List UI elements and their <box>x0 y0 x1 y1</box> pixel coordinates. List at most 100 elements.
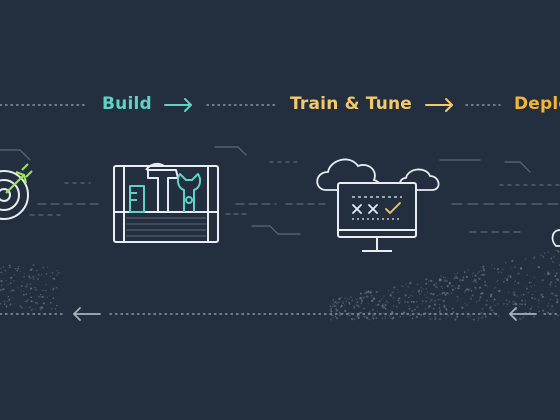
texture-dot <box>46 296 49 298</box>
texture-dot <box>451 307 454 310</box>
texture-dot <box>20 289 22 291</box>
texture-dot <box>491 309 494 312</box>
texture-dot <box>25 285 28 288</box>
texture-dot <box>26 283 29 286</box>
texture-dot <box>370 294 373 297</box>
texture-dot <box>493 298 496 301</box>
texture-dot <box>522 293 525 296</box>
texture-dot <box>414 308 416 311</box>
texture-dot <box>552 309 554 311</box>
texture-dot <box>9 266 11 269</box>
texture-dot <box>514 266 516 269</box>
texture-dot <box>34 301 37 304</box>
texture-dot <box>366 295 369 298</box>
texture-dot <box>432 293 435 296</box>
texture-dot <box>0 302 2 305</box>
texture-dot <box>462 276 465 278</box>
texture-dot <box>366 316 369 320</box>
texture-dot <box>371 313 373 315</box>
texture-dot <box>26 300 28 303</box>
texture-dot <box>344 297 346 299</box>
texture-dot <box>446 309 448 311</box>
texture-dot <box>3 300 5 302</box>
texture-dot <box>547 311 550 314</box>
texture-dot <box>475 281 478 284</box>
texture-dot <box>49 301 52 304</box>
texture-dot <box>376 310 379 312</box>
texture-dot <box>381 306 383 308</box>
texture-dot <box>9 303 12 305</box>
texture-dot <box>457 298 459 300</box>
texture-dot <box>544 252 546 254</box>
texture-dot <box>478 286 482 289</box>
texture-dot <box>332 303 334 305</box>
texture-dot <box>537 299 540 302</box>
texture-dot <box>393 286 396 289</box>
texture-dot <box>27 299 29 301</box>
texture-dot <box>554 318 556 320</box>
texture-dot <box>484 284 487 287</box>
texture-dot <box>531 296 534 300</box>
texture-dot <box>37 274 40 276</box>
texture-dot <box>430 292 432 295</box>
texture-dot <box>445 279 448 283</box>
texture-dot <box>480 312 482 314</box>
texture-dot <box>384 301 386 303</box>
texture-dot <box>24 300 26 303</box>
texture-dot <box>506 303 509 306</box>
texture-dot <box>35 288 38 291</box>
texture-dot <box>486 299 488 302</box>
texture-dot <box>404 301 406 303</box>
texture-dot <box>550 281 553 284</box>
texture-dot <box>481 312 483 314</box>
texture-dot <box>401 285 404 288</box>
texture-dot <box>552 255 555 258</box>
texture-dot <box>465 276 468 278</box>
texture-dot <box>547 304 549 307</box>
texture-dot <box>349 296 352 299</box>
texture-dot <box>6 300 8 303</box>
texture-dot <box>461 306 464 309</box>
texture-dot <box>435 282 438 285</box>
texture-dot <box>527 291 529 294</box>
texture-dot <box>404 294 407 297</box>
texture-dot <box>429 317 432 321</box>
texture-dot <box>42 296 44 299</box>
texture-dot <box>481 307 484 310</box>
texture-dot <box>387 289 389 291</box>
texture-dot <box>556 249 558 252</box>
texture-dot <box>435 286 438 289</box>
stage-label-build: Build <box>102 94 152 114</box>
texture-dot <box>475 301 478 303</box>
texture-dot <box>395 305 398 308</box>
texture-dot <box>397 291 399 293</box>
texture-dot <box>490 306 492 308</box>
texture-dot <box>502 280 505 283</box>
texture-dot <box>362 307 365 310</box>
texture-dot <box>514 280 516 283</box>
texture-dot <box>8 298 11 301</box>
texture-dot <box>446 292 449 295</box>
texture-dot <box>483 280 487 283</box>
texture-dot <box>444 277 446 279</box>
texture-dot <box>513 293 516 296</box>
texture-dot <box>371 299 374 303</box>
texture-dot <box>45 283 48 286</box>
texture-dot <box>456 315 459 318</box>
texture-dot <box>391 291 394 294</box>
texture-dot <box>443 291 446 294</box>
texture-dot <box>52 277 54 280</box>
texture-dot <box>477 319 479 321</box>
texture-dot <box>398 297 401 300</box>
texture-dot <box>19 305 21 307</box>
texture-dot <box>433 299 437 302</box>
texture-dot <box>16 269 18 272</box>
texture-dot <box>446 284 449 288</box>
texture-dot <box>355 304 358 307</box>
texture-dot <box>384 317 386 320</box>
texture-dot <box>461 298 463 300</box>
texture-dot <box>438 317 442 321</box>
texture-dot <box>422 287 424 290</box>
texture-dot <box>335 309 338 312</box>
texture-dot <box>455 275 458 278</box>
